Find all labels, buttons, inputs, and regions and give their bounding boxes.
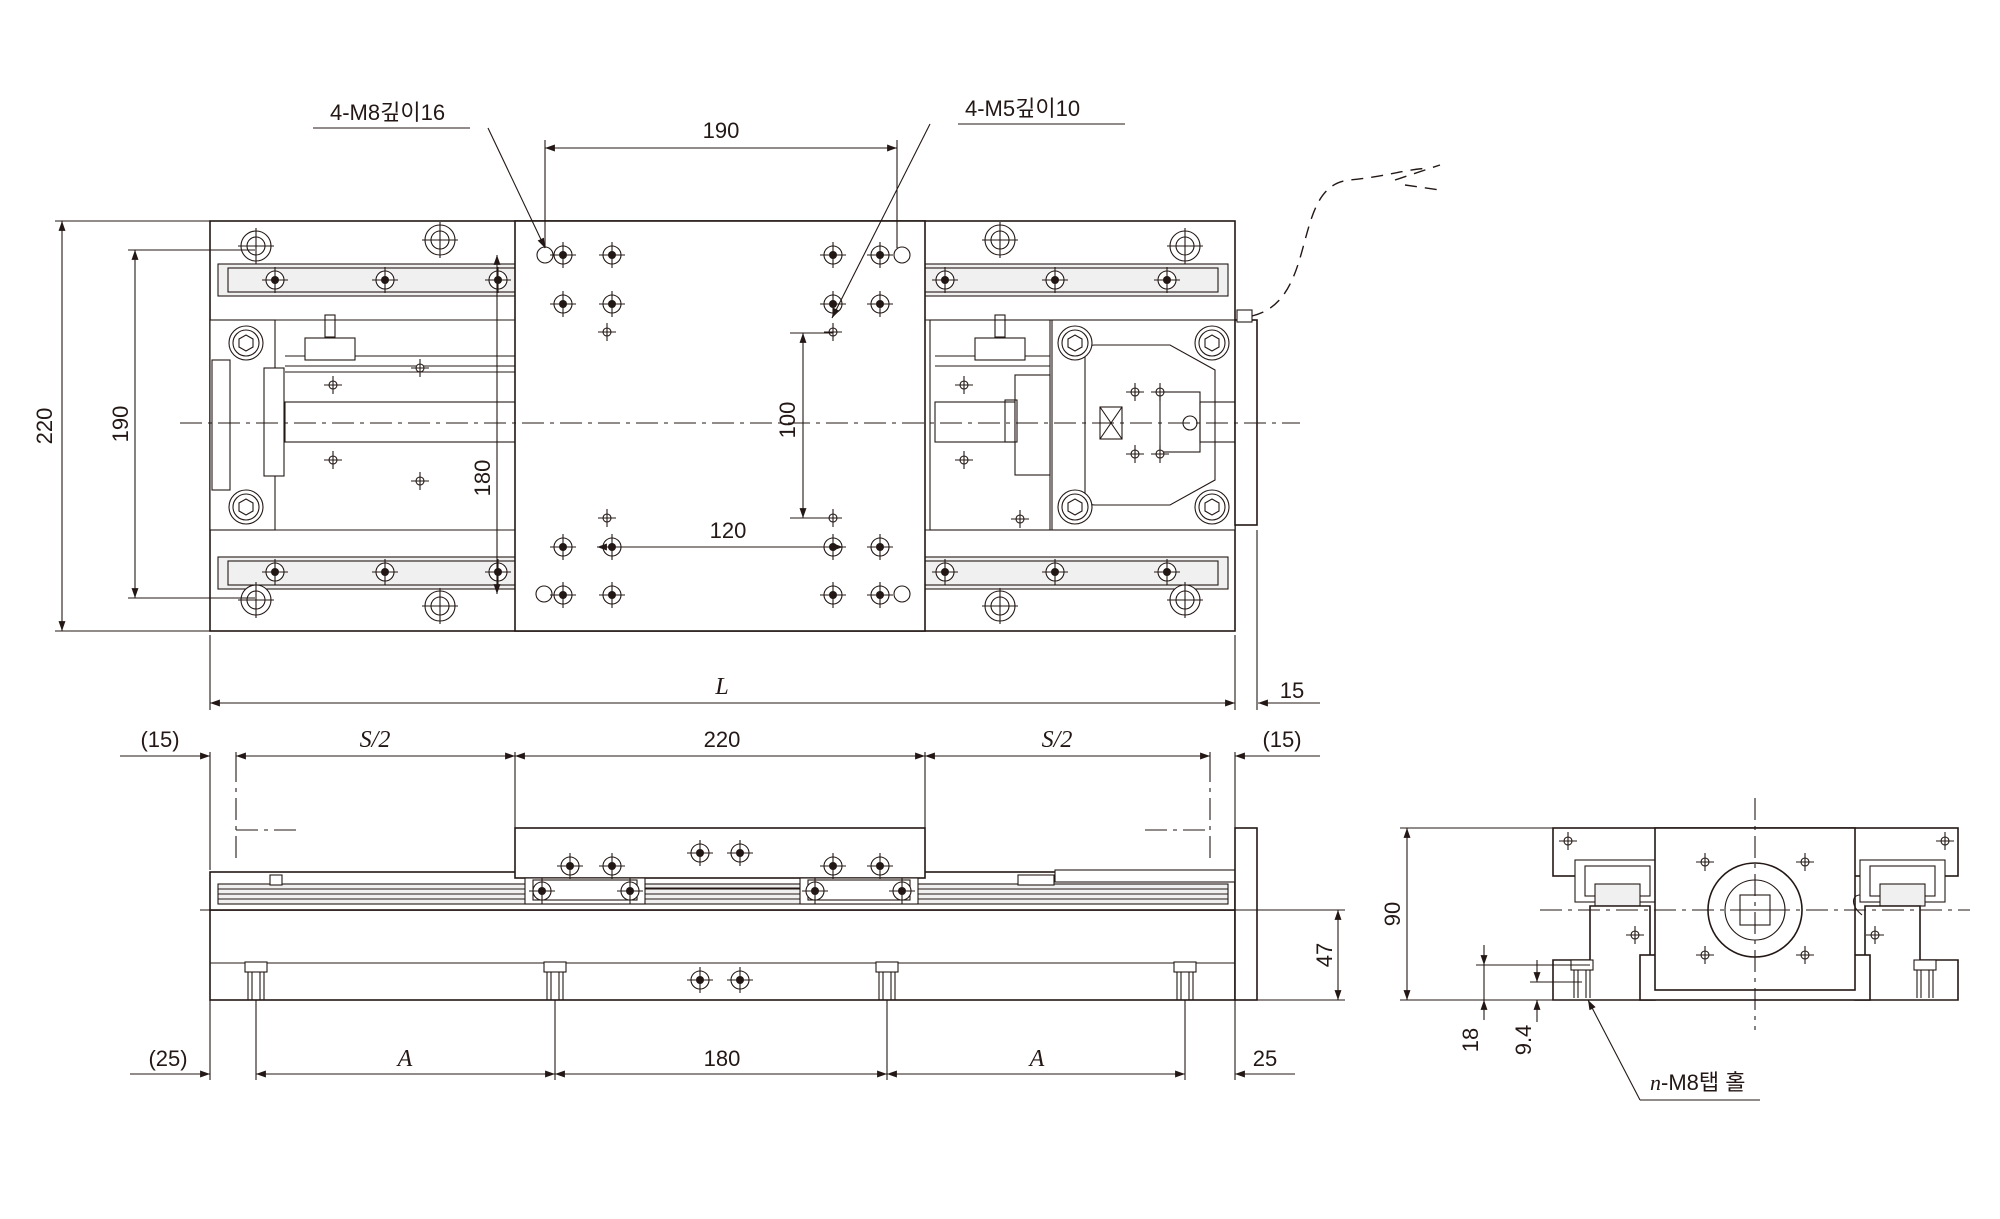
dim-220-horizontal: 220	[704, 727, 741, 752]
dim-15-paren-left: (15)	[140, 727, 179, 752]
dim-180-horizontal: 180	[704, 1046, 741, 1071]
dim-120-horizontal: 120	[710, 518, 747, 543]
side-carriage	[514, 827, 926, 879]
callout-m8-depth16: 4-M8깊이16	[330, 100, 445, 125]
dim-100-vertical: 100	[775, 402, 800, 439]
callout-tap-hole: n-M8탭 홀	[1650, 1070, 1745, 1095]
sensor-bracket-left	[304, 337, 356, 361]
dim-L: L	[714, 674, 728, 700]
dim-190-vertical: 190	[108, 406, 133, 443]
dim-s2-left: S/2	[360, 727, 391, 753]
dim-47-vertical: 47	[1312, 943, 1337, 967]
carriage-table	[514, 220, 926, 632]
dim-9-4-vertical: 9.4	[1511, 1025, 1536, 1056]
top-view: 190 4-M8깊이16 4-M5깊이10 220 190 180 100 12…	[32, 96, 1441, 710]
dim-190-horizontal: 190	[703, 118, 740, 143]
side-view: (15) S/2 220 S/2 (15) (25) A 180 A 25 47	[120, 727, 1345, 1080]
dim-15-paren-right: (15)	[1262, 727, 1301, 752]
callout-m5-depth10: 4-M5깊이10	[965, 96, 1080, 121]
dim-180-vertical: 180	[470, 460, 495, 497]
cable	[1251, 167, 1431, 317]
dim-s2-right: S/2	[1042, 727, 1073, 753]
dim-220-vertical: 220	[32, 408, 57, 445]
dim-25-right: 25	[1253, 1046, 1277, 1071]
dim-A-left: A	[396, 1046, 413, 1072]
sensor-bracket-right	[974, 337, 1026, 361]
dim-18-vertical: 18	[1458, 1028, 1483, 1052]
dim-A-right: A	[1028, 1046, 1045, 1072]
side-base	[209, 909, 1236, 1001]
end-view: 90 18 9.4 n-M8탭 홀	[1380, 798, 1970, 1101]
dim-15-right: 15	[1280, 678, 1304, 703]
dim-25-paren-left: (25)	[148, 1046, 187, 1071]
dim-90-vertical: 90	[1380, 902, 1405, 926]
